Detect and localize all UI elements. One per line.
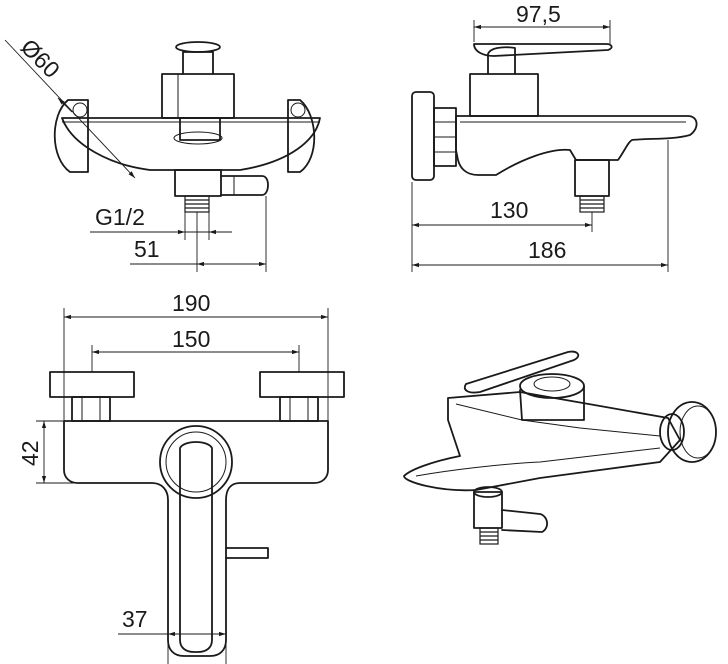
iso-diverter-knob bbox=[501, 509, 548, 533]
dim-front-diameter: Ø60 bbox=[16, 34, 65, 83]
right-rosette bbox=[287, 99, 316, 173]
dim-bottom-handle-width: 37 bbox=[122, 606, 148, 632]
dim-side-total-depth: 186 bbox=[528, 237, 566, 263]
dim-bottom-center-distance: 150 bbox=[172, 326, 210, 352]
side-handle-column bbox=[469, 73, 539, 117]
plan-body bbox=[63, 420, 329, 657]
left-plan-nut bbox=[71, 396, 111, 422]
front-outlet bbox=[174, 169, 222, 197]
isometric-view bbox=[403, 350, 717, 545]
front-handle-lever bbox=[175, 41, 221, 53]
right-plan-rosette bbox=[259, 371, 345, 398]
side-rosette bbox=[411, 91, 435, 181]
right-plan-nut bbox=[279, 396, 319, 422]
iso-handle-column bbox=[519, 385, 585, 421]
diverter-knob bbox=[220, 175, 269, 196]
iso-handle-lever bbox=[463, 350, 580, 394]
dim-thread: G1/2 bbox=[95, 204, 145, 230]
iso-body bbox=[403, 391, 681, 492]
plan-handle-base bbox=[159, 425, 233, 499]
plan-diverter-knob bbox=[225, 547, 269, 559]
side-outlet bbox=[574, 159, 610, 197]
dim-bottom-body-height: 42 bbox=[17, 440, 43, 466]
left-plan-rosette bbox=[49, 371, 135, 398]
dim-front-offset: 51 bbox=[134, 236, 160, 262]
bottom-view: 190 150 42 37 bbox=[17, 290, 345, 664]
dim-bottom-total-width: 190 bbox=[172, 290, 210, 316]
dim-side-outlet-projection: 130 bbox=[490, 197, 528, 223]
side-handle-lever bbox=[473, 43, 613, 57]
side-view: 97,5 130 186 bbox=[411, 1, 698, 272]
plan-handle-lever bbox=[179, 441, 213, 653]
front-view: Ø60 G1/2 51 bbox=[4, 34, 321, 272]
front-body bbox=[61, 117, 321, 171]
dim-side-handle-width: 97,5 bbox=[516, 1, 561, 27]
front-handle-column bbox=[161, 73, 235, 119]
side-body bbox=[455, 115, 698, 176]
left-rosette bbox=[53, 99, 89, 173]
